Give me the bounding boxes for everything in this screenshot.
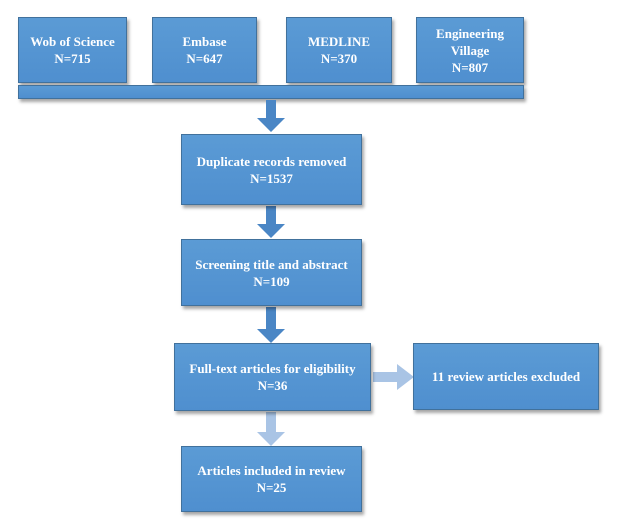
- source-name: Wob of Science: [30, 34, 115, 49]
- step-count: N=1537: [250, 170, 293, 186]
- screening-box: Screening title and abstract N=109: [181, 239, 362, 306]
- step-count: N=25: [256, 480, 287, 495]
- step-label: Full-text articles for eligibility: [189, 361, 356, 376]
- down-arrow: [257, 100, 285, 132]
- merge-bar: [18, 85, 524, 99]
- right-arrow: [373, 364, 414, 390]
- source-box-embase: Embase N=647: [152, 17, 257, 83]
- source-name-line1: Engineering: [436, 25, 504, 41]
- source-count: N=715: [54, 51, 91, 66]
- source-name: MEDLINE: [307, 34, 371, 49]
- down-arrow: [257, 307, 285, 343]
- down-arrow: [257, 206, 285, 238]
- duplicates-removed-box: Duplicate records removed N=1537: [181, 134, 362, 205]
- source-box-medline: MEDLINE N=370: [286, 17, 392, 83]
- source-count: N=807: [451, 59, 489, 75]
- step-count: N=36: [257, 378, 288, 393]
- source-name: Embase: [182, 34, 227, 49]
- step-count: N=109: [253, 273, 290, 289]
- down-arrow: [257, 412, 285, 446]
- step-label: Articles included in review: [197, 463, 346, 478]
- source-count: N=370: [320, 51, 358, 66]
- included-box: Articles included in review N=25: [181, 446, 362, 512]
- source-name-line2: Village: [450, 42, 490, 58]
- fulltext-eligibility-box: Full-text articles for eligibility N=36: [174, 343, 371, 411]
- excluded-box: 11 review articles excluded: [413, 343, 599, 410]
- source-box-engineering-village: Engineering Village N=807: [416, 17, 524, 83]
- step-label: Duplicate records removed: [196, 153, 347, 169]
- source-box-web-of-science: Wob of Science N=715: [18, 17, 127, 83]
- source-count: N=647: [186, 51, 223, 66]
- excluded-label: 11 review articles excluded: [431, 369, 581, 384]
- step-label: Screening title and abstract: [195, 256, 348, 272]
